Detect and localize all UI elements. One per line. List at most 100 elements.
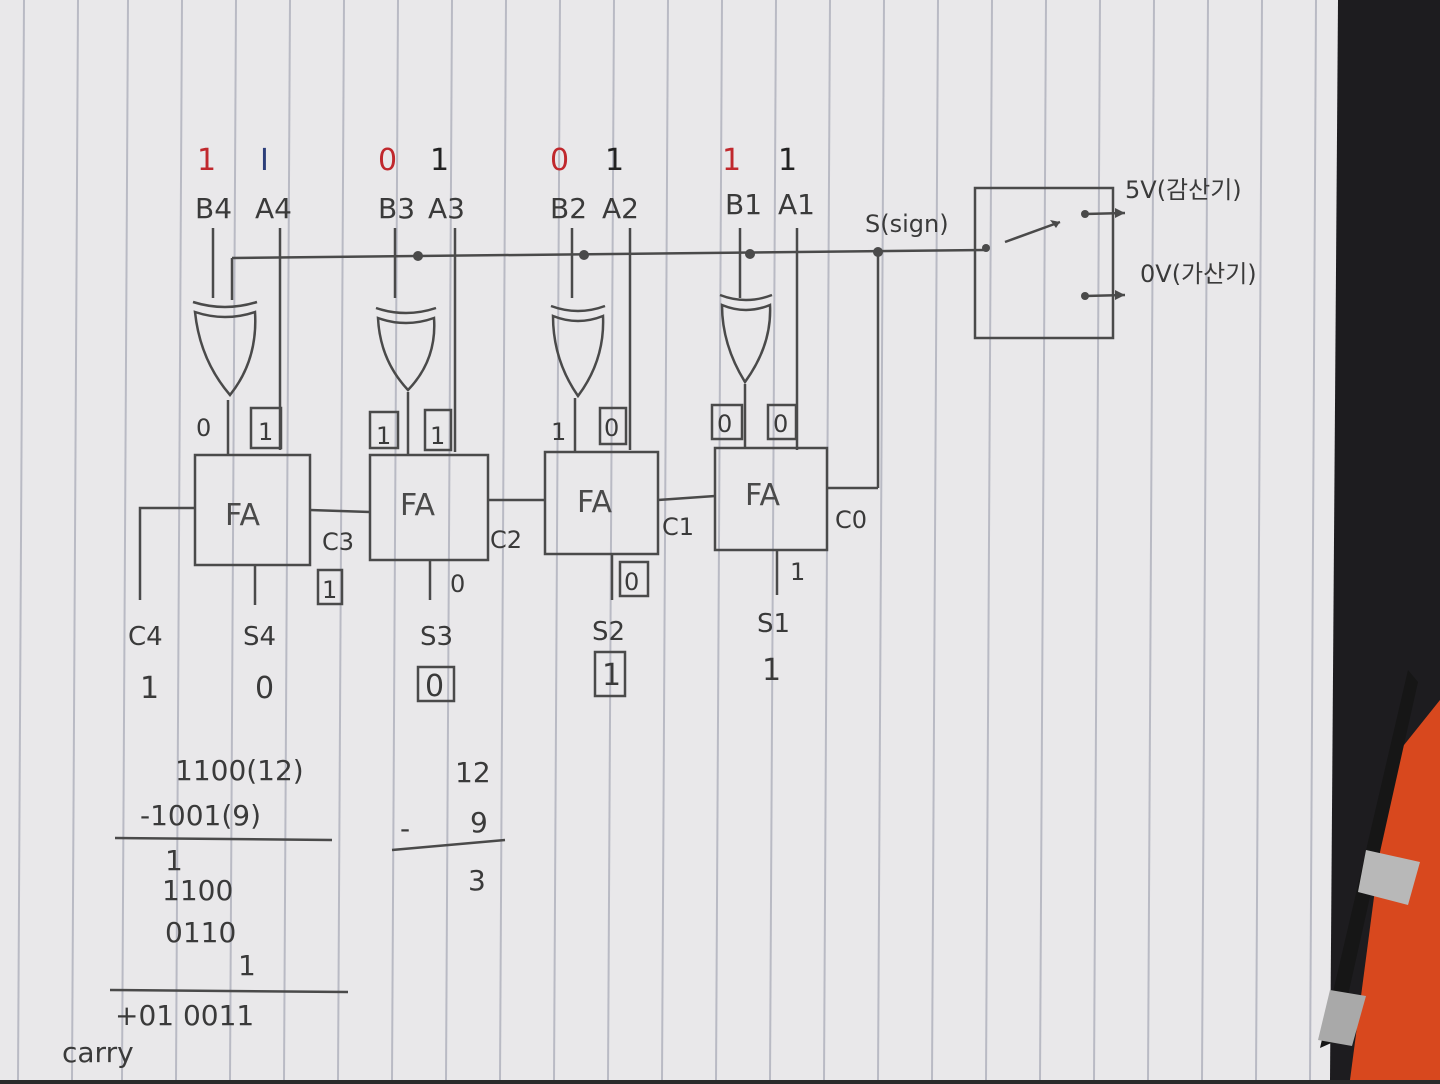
junction-dots xyxy=(413,210,1089,300)
result-bit: 0 xyxy=(255,671,274,706)
ruling-line xyxy=(607,0,615,1081)
ruling-line xyxy=(661,0,669,1081)
schematic-wiring xyxy=(109,186,1126,994)
stage-labels: 1 I 0 1 0 1 1 1 xyxy=(197,143,797,178)
xor-output: 1 xyxy=(551,418,566,446)
ruling-line xyxy=(931,0,939,1081)
binary-minuend: 1100(12) xyxy=(175,754,304,787)
stage-a-label: A4 xyxy=(255,192,292,225)
ruling-lines xyxy=(17,0,1317,1081)
full-adder: FA xyxy=(225,498,261,533)
stage-a-value: I xyxy=(260,143,269,178)
stage-a-value: 1 xyxy=(605,143,624,178)
sum-label: S2 xyxy=(592,617,625,647)
a-input-bit: 0 xyxy=(773,410,788,438)
decimal-subtrahend: 9 xyxy=(470,806,488,839)
a-input-bit: 1 xyxy=(430,422,445,450)
ruling-line xyxy=(391,0,399,1081)
result-bit: 1 xyxy=(602,658,621,693)
carry-labels: C3 C2 C1 C0 xyxy=(322,506,867,556)
carry-out-value: 1 xyxy=(140,671,159,706)
stage-b-value: 0 xyxy=(550,143,569,178)
decimal-minuend: 12 xyxy=(455,756,491,789)
stage-b-value: 1 xyxy=(722,143,741,178)
sum-label: S1 xyxy=(757,609,790,639)
ruling-line xyxy=(283,0,291,1081)
sum-bits: 1 0 0 1 xyxy=(322,558,805,604)
paper-sheet xyxy=(0,0,1338,1080)
xor-output: 1 xyxy=(376,422,391,450)
sum-bit: 1 xyxy=(790,558,805,586)
carry-label: C3 xyxy=(322,528,354,556)
ruling-line xyxy=(175,0,183,1081)
result-bit: 0 xyxy=(425,669,444,704)
result-bit: 1 xyxy=(762,653,781,688)
a-input-bit: 1 xyxy=(258,418,273,446)
ruling-line xyxy=(877,0,885,1081)
ruling-line xyxy=(1255,0,1263,1081)
input-labels: B4 A4 B3 A3 B2 A2 B1 A1 xyxy=(195,188,815,225)
sum-label: S3 xyxy=(420,622,453,652)
gate-values: 0 1 1 1 1 0 0 0 xyxy=(196,410,788,450)
sum-labels: C4 S4 S3 S2 S1 xyxy=(128,609,790,652)
stage-a-value: 1 xyxy=(430,143,449,178)
stage-a-label: A3 xyxy=(428,192,465,225)
stage-a-value: 1 xyxy=(778,143,797,178)
arrowheads xyxy=(1050,208,1125,300)
carry-out-label: C4 xyxy=(128,622,163,652)
ruling-line xyxy=(1147,0,1155,1081)
carry-label: C0 xyxy=(835,506,867,534)
sign-label: S(sign) xyxy=(865,210,949,238)
ruling-line xyxy=(445,0,453,1081)
binary-work-line: 1 xyxy=(238,949,256,982)
ruling-line xyxy=(1093,0,1101,1081)
stage-b-label: B2 xyxy=(550,192,587,225)
result-bits: 1 0 0 1 1 xyxy=(140,653,781,706)
switch-lower-label: 0V(가산기) xyxy=(1140,260,1257,288)
ruling-line xyxy=(17,0,25,1081)
binary-result: +01 0011 xyxy=(115,999,254,1032)
full-adder: FA xyxy=(577,485,613,520)
stage-b-label: B1 xyxy=(725,188,762,221)
sign-and-switch: S(sign) 5V(감산기) 0V(가산기) xyxy=(865,176,1257,288)
binary-work: 1100(12) -1001(9) 1 1100 0110 1 +01 0011… xyxy=(62,754,304,1069)
ruling-line xyxy=(121,0,129,1081)
decimal-result: 3 xyxy=(468,864,486,897)
sum-bit: 0 xyxy=(450,570,465,598)
stage-a-label: A2 xyxy=(602,192,639,225)
ruling-line xyxy=(715,0,723,1081)
decimal-work: 12 - 9 3 xyxy=(400,756,491,897)
sum-bit: 0 xyxy=(624,568,639,596)
ruling-line xyxy=(229,0,237,1081)
stage-a-label: A1 xyxy=(778,188,815,221)
binary-work-line: 1 xyxy=(165,844,183,877)
ruling-line xyxy=(1309,0,1317,1081)
pen xyxy=(1318,670,1420,1048)
carry-label: C2 xyxy=(490,526,522,554)
binary-work-line: 0110 xyxy=(165,916,236,949)
carry-note: carry xyxy=(62,1036,134,1069)
xor-output: 0 xyxy=(196,414,211,442)
ruling-line xyxy=(553,0,561,1081)
stage-b-value: 1 xyxy=(197,143,216,178)
ruling-line xyxy=(769,0,777,1081)
full-adder-labels: FA FA FA FA xyxy=(225,478,781,533)
ruling-line xyxy=(499,0,507,1081)
ruling-line xyxy=(985,0,993,1081)
binary-subtrahend: -1001(9) xyxy=(140,799,261,832)
stage-b-value: 0 xyxy=(378,143,397,178)
ruling-line xyxy=(1039,0,1047,1081)
sum-bit: 1 xyxy=(322,576,337,604)
binary-work-line: 1100 xyxy=(162,874,233,907)
stage-b-label: B3 xyxy=(378,192,415,225)
full-adder: FA xyxy=(745,478,781,513)
stage-b-label: B4 xyxy=(195,192,232,225)
full-adder: FA xyxy=(400,488,436,523)
ruling-line xyxy=(337,0,345,1081)
sum-label: S4 xyxy=(243,622,276,652)
ruling-line xyxy=(1201,0,1209,1081)
xor-output: 0 xyxy=(717,410,732,438)
ruling-line xyxy=(71,0,79,1081)
a-input-bit: 0 xyxy=(604,414,619,442)
